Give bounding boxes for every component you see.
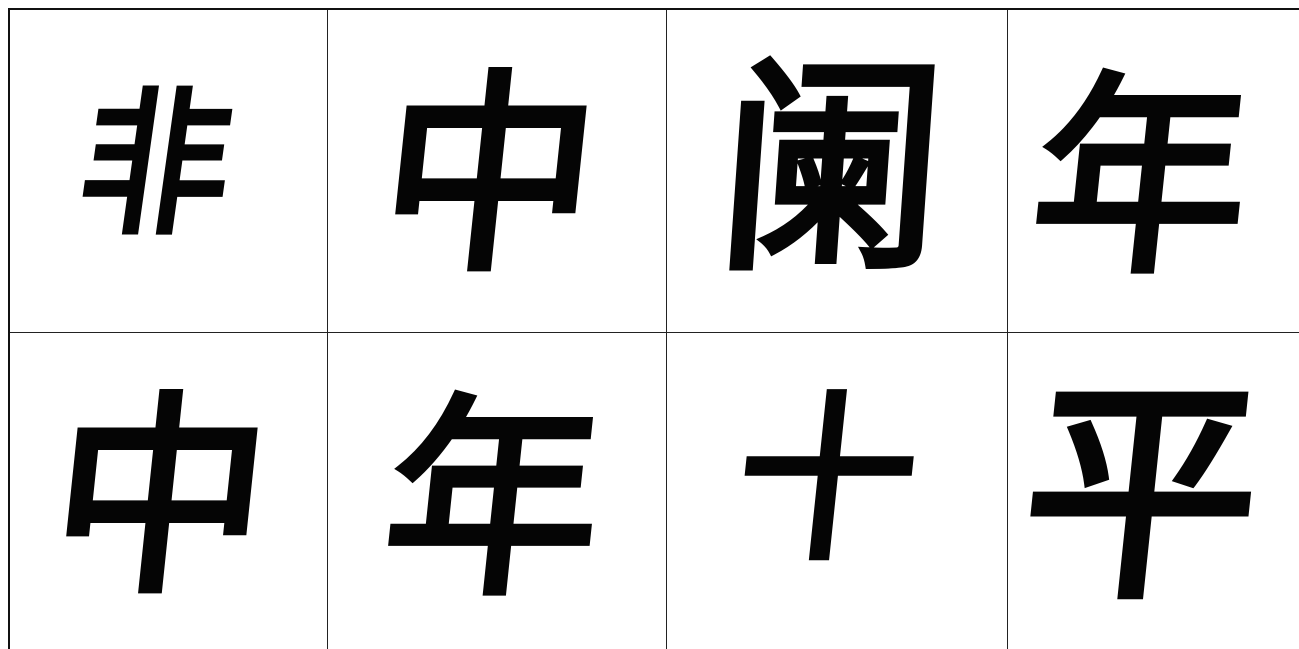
grid-cell: 平 xyxy=(1008,333,1299,649)
grid-cell: 阑 xyxy=(667,10,1008,333)
calligraphy-grid: 非 中 阑 年 中 年 十 平 xyxy=(8,8,1299,649)
calligraphy-character: 中 xyxy=(39,370,282,624)
calligraphy-character: 中 xyxy=(368,48,610,302)
calligraphy-character: 十 xyxy=(725,375,929,586)
calligraphy-character: 年 xyxy=(1020,50,1263,304)
grid-cell: 年 xyxy=(1008,10,1299,333)
calligraphy-character: 阑 xyxy=(709,38,953,303)
grid-cell: 非 xyxy=(10,10,328,333)
grid-cell: 中 xyxy=(328,10,667,333)
calligraphy-character: 非 xyxy=(68,72,245,258)
calligraphy-character: 平 xyxy=(1009,356,1274,633)
calligraphy-character: 年 xyxy=(372,372,614,626)
grid-cell: 十 xyxy=(667,333,1008,649)
grid-cell: 年 xyxy=(328,333,667,649)
grid-cell: 中 xyxy=(10,333,328,649)
